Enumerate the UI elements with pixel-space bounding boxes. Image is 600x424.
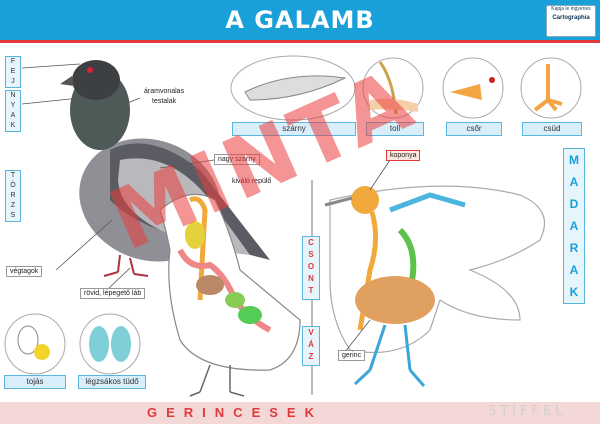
side-label-madarak: M A D A R A K [563, 148, 585, 304]
label-testalak: testalak [152, 98, 177, 105]
wing-thumbnail [230, 55, 356, 121]
label-koponya: koponya [386, 150, 421, 161]
caption-tojas: tojás [4, 375, 66, 389]
page-title: A GALAMB [225, 6, 375, 34]
skeleton-illustration [324, 185, 546, 387]
label-nagy-szarny: nagy szárny [214, 154, 260, 165]
label-aramvonalas: áramvonalas [144, 88, 185, 95]
caption-csor: csőr [446, 122, 502, 136]
caption-csud: csüd [522, 122, 582, 136]
lung-thumbnail [79, 313, 141, 375]
caption-legzsakos-tudo: légzsákos tüdő [78, 375, 146, 389]
label-gerinc: gerinc [338, 350, 366, 361]
label-vegtagok: végtagok [6, 266, 43, 277]
publisher-line1: Kapja le ingyenes [551, 6, 591, 12]
foot-thumbnail [520, 57, 582, 119]
egg-thumbnail [4, 313, 66, 375]
feather-thumbnail [362, 57, 424, 119]
anatomy-outline [159, 193, 301, 397]
footer-band [0, 402, 600, 424]
caption-szarny: szárny [232, 122, 356, 136]
beak-thumbnail [442, 57, 504, 119]
brand-mark: STIFFEL [488, 404, 567, 419]
publisher-badge: Kapja le ingyenes Cartographia [546, 5, 596, 37]
label-rovid-lab: rövid, lépegető láb [80, 288, 146, 299]
header-divider [0, 40, 600, 43]
caption-toll: toll [366, 122, 424, 136]
label-kivalo-repulo: kiváló repülő [232, 178, 272, 185]
footer-title: GERINCESEK [147, 405, 323, 420]
header-band [0, 0, 600, 40]
publisher-logo: Cartographia [552, 15, 590, 21]
